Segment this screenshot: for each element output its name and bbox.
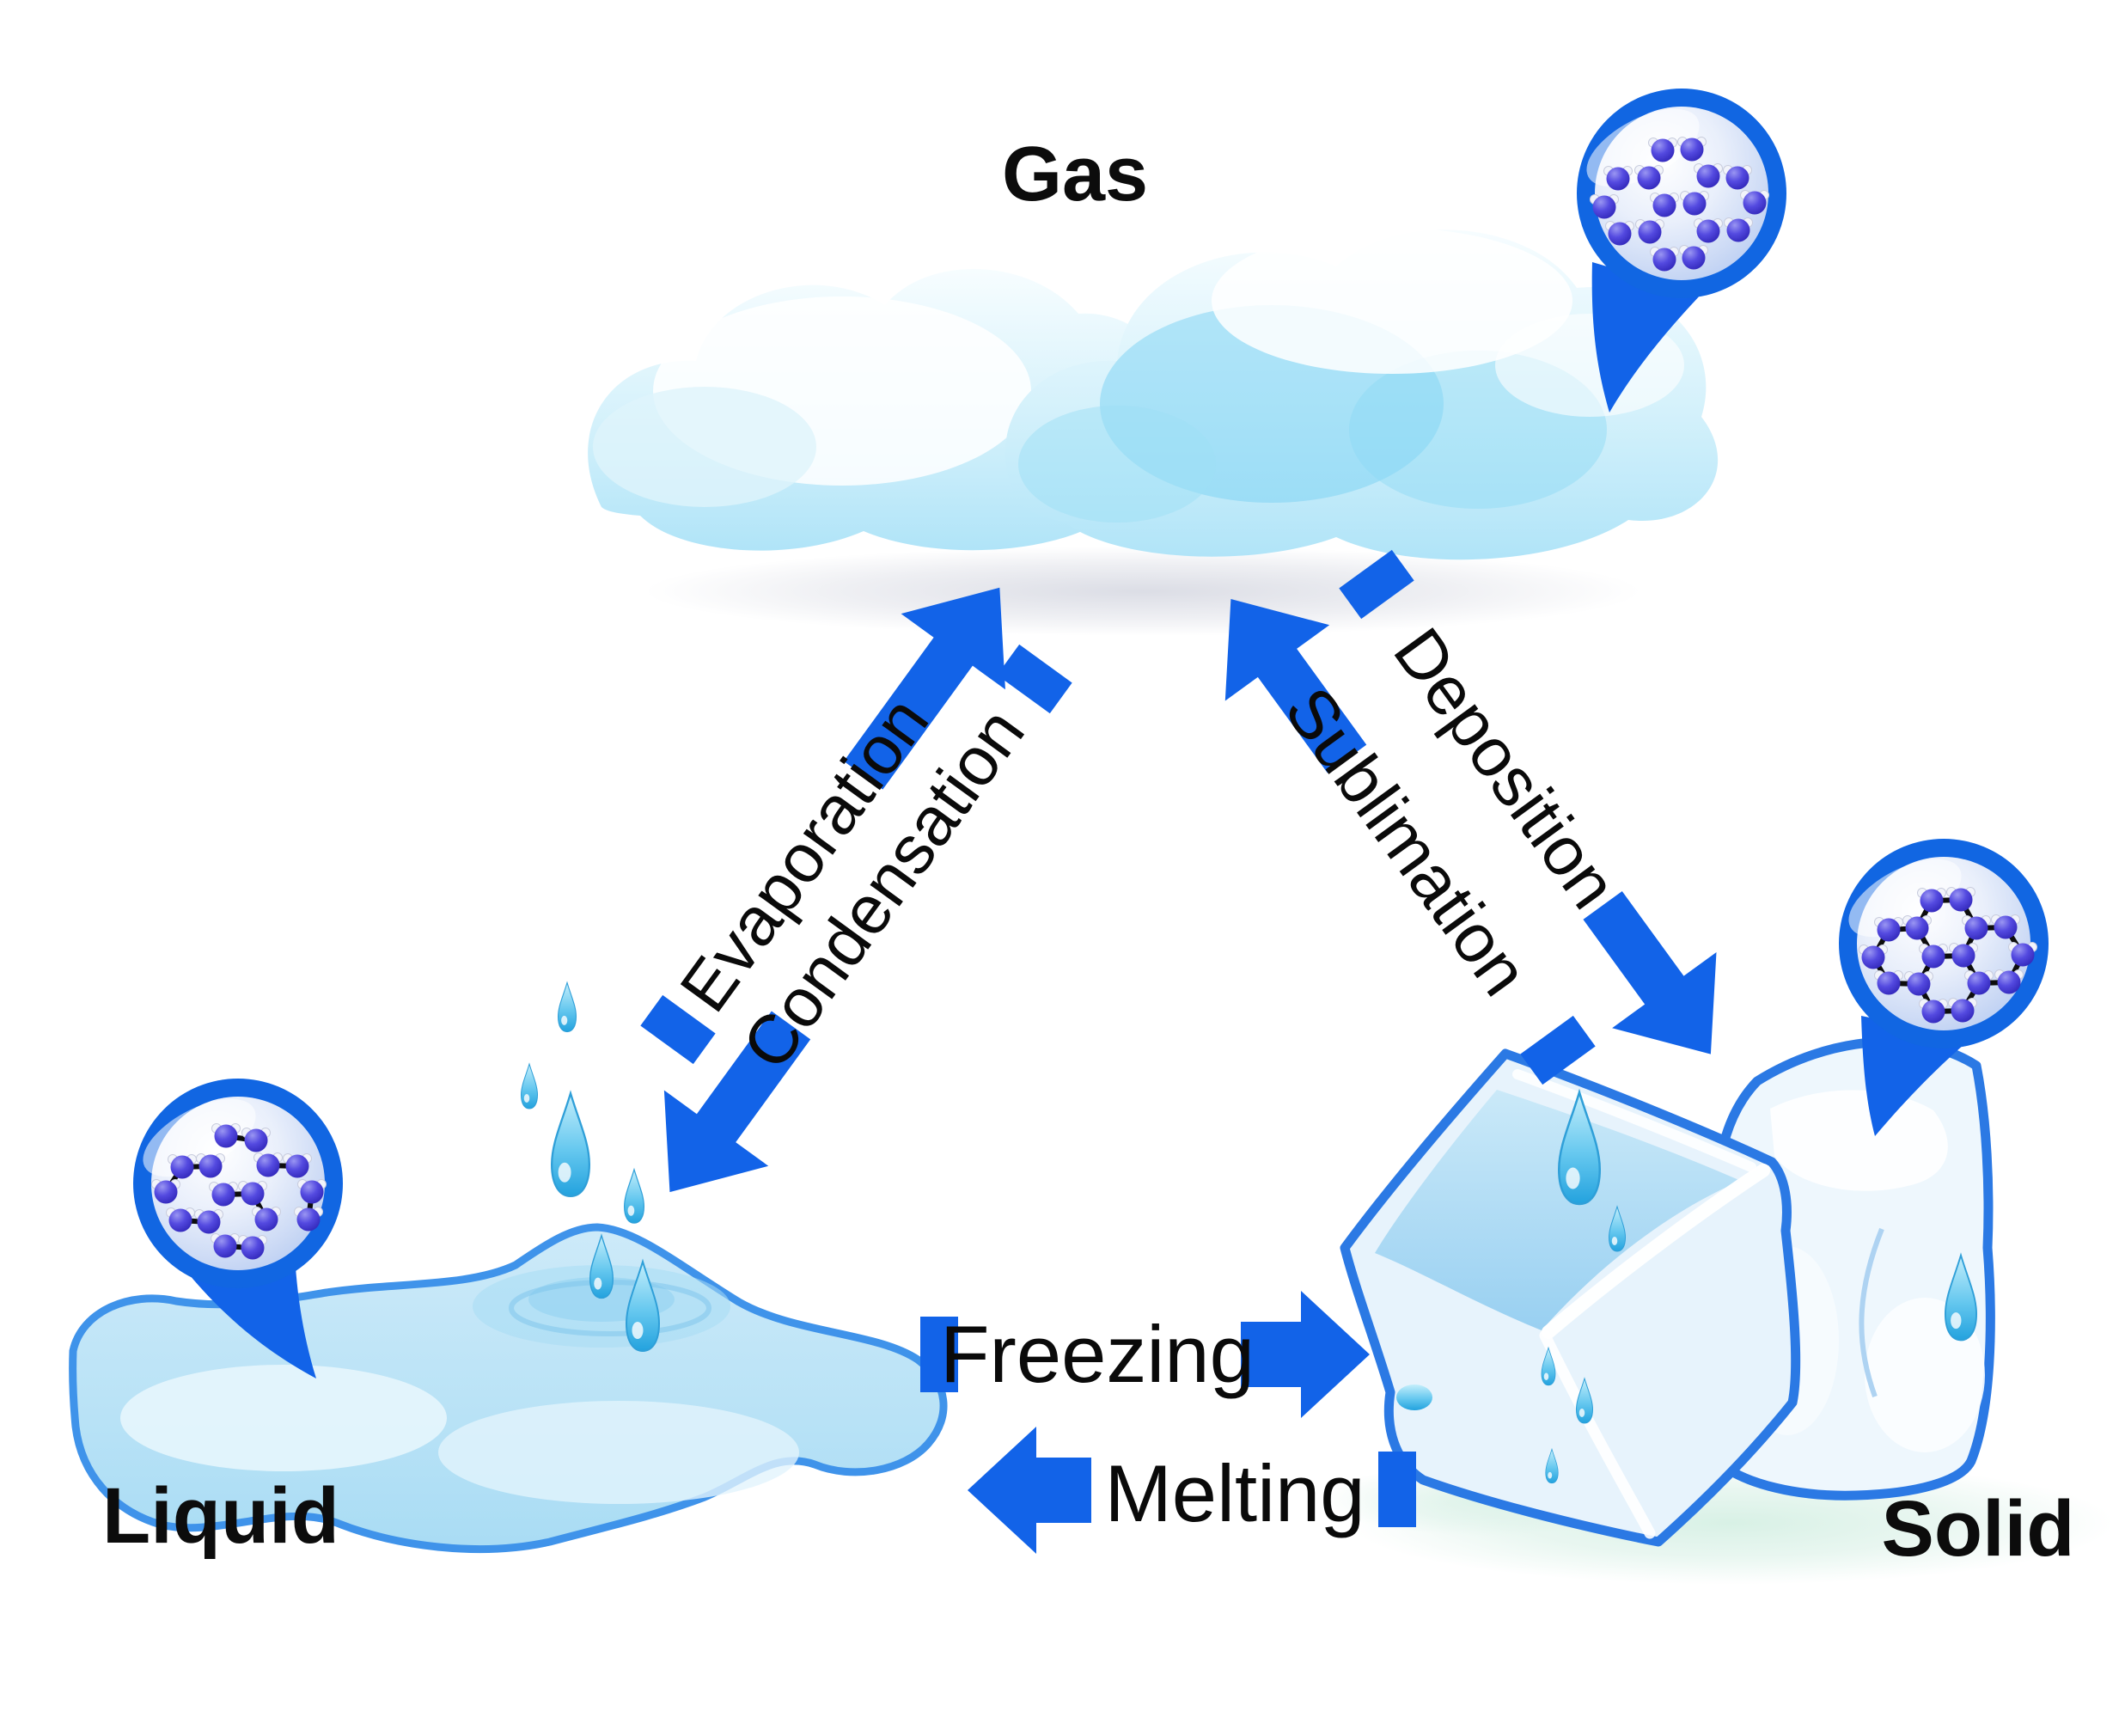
melting-label: Melting [1104,1448,1365,1538]
pin-tail [1591,262,1701,413]
liquid-label: Liquid [102,1472,339,1560]
sublimation-arrow [1224,598,1367,773]
condensation-arrow [663,1011,811,1193]
melting-arrow [968,1427,1091,1554]
solid-label: Solid [1882,1485,2075,1573]
ice-top-face [1375,1090,1741,1330]
deposition-arrow [1583,890,1717,1054]
gas-molecules-pin [1577,89,1786,413]
melting-transition: Melting [968,1427,1416,1554]
evaporation-arrow [843,587,1005,790]
cloud-shadow [644,547,1641,636]
evaporation-tail-square [640,994,716,1065]
freezing-arrow [1241,1291,1370,1418]
ice-cubes [1340,1036,1995,1547]
sublimation-tail-square [1520,1015,1596,1085]
freezing-label: Freezing [940,1309,1255,1399]
melting-tail-square [1378,1452,1416,1527]
freezing-transition: Freezing [920,1291,1370,1418]
gas-cloud [588,228,1719,560]
deposition-tail-square [1339,549,1414,620]
freezing-tail-square [920,1317,958,1392]
gas-label: Gas [1002,131,1148,217]
ice-droplets [1396,1091,1978,1484]
liquid-molecules-pin [133,1079,343,1378]
solid-molecule-pin [1839,839,2049,1136]
condensation-tail-square [997,644,1072,714]
